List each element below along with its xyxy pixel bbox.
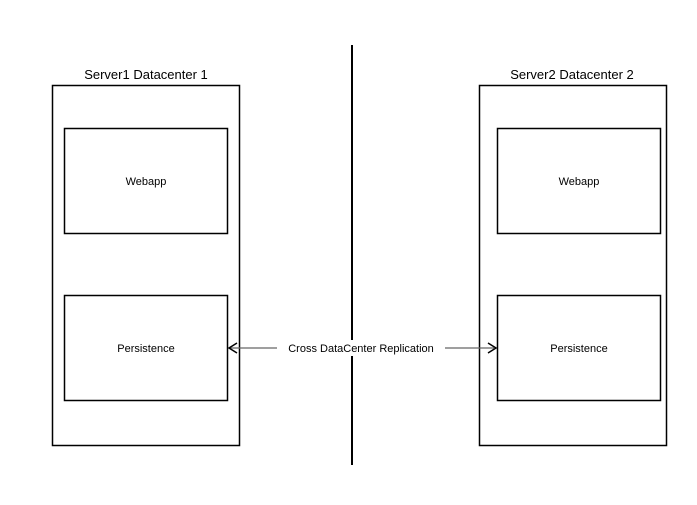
right-server: Server2 Datacenter 2 Webapp Persistence: [478, 67, 668, 447]
right-persistence-box[interactable]: [496, 294, 662, 402]
left-persistence-label: Persistence: [117, 343, 174, 355]
left-webapp-label: Webapp: [126, 176, 167, 188]
left-persistence-box[interactable]: [63, 294, 229, 402]
replication-connector: Cross DataCenter Replication: [227, 340, 498, 356]
right-webapp-box[interactable]: [496, 127, 662, 235]
arrowhead-left-icon: [227, 342, 238, 354]
replication-label-bg: [278, 340, 444, 356]
left-server-box: [51, 84, 241, 447]
right-webapp-label: Webapp: [559, 176, 600, 188]
right-server-title: Server2 Datacenter 2: [510, 67, 634, 82]
replication-label: Cross DataCenter Replication: [288, 343, 434, 355]
left-server: Server1 Datacenter 1 Webapp Persistence: [51, 67, 241, 447]
right-server-box: [478, 84, 668, 447]
right-persistence-label: Persistence: [550, 343, 607, 355]
arrowhead-right-icon: [487, 342, 498, 354]
left-webapp-box[interactable]: [63, 127, 229, 235]
left-server-title: Server1 Datacenter 1: [84, 67, 208, 82]
